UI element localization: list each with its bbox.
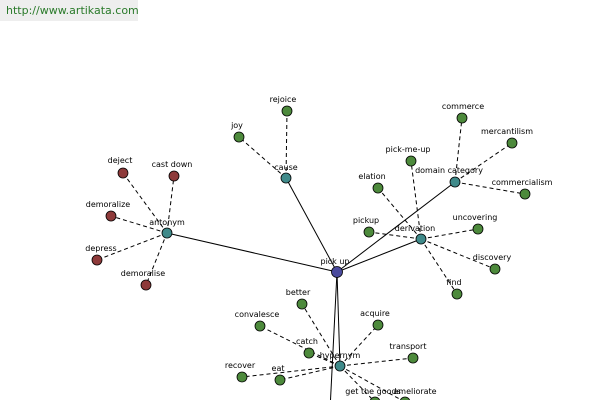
word-node-discovery-label: discovery [473,253,512,262]
relation-node-domain_category[interactable] [449,176,461,188]
relation-node-cause[interactable] [280,172,292,184]
word-node-eat-label: eat [272,364,285,373]
word-node-catch[interactable] [303,347,315,359]
edge-commercialism [454,181,526,195]
word-node-elation[interactable] [372,182,384,194]
word-node-rejoice[interactable] [281,105,293,117]
word-node-transport[interactable] [407,352,419,364]
word-node-demoralise[interactable] [140,279,152,291]
word-node-commercialism-label: commercialism [492,178,553,187]
word-node-catch-label: catch [296,337,318,346]
word-node-find[interactable] [451,288,463,300]
graph-nodes [91,105,531,400]
word-node-pick_me_up[interactable] [405,155,417,167]
word-node-demoralize[interactable] [105,210,117,222]
word-node-eat[interactable] [274,374,286,386]
word-node-commercialism[interactable] [519,188,531,200]
edge-recover [241,365,341,378]
relation-node-derivation[interactable] [415,233,427,245]
center-node-pick_up[interactable] [331,266,343,278]
edge-get_the_goods [339,365,374,400]
edge-ameliorate [339,365,403,400]
relation-node-hypernym-label: hypernym [320,351,361,360]
word-node-joy-label: joy [230,121,243,130]
word-node-better[interactable] [296,298,308,310]
word-node-depress[interactable] [91,254,103,266]
edge-pick_me_up [410,160,422,240]
edge-uncovering [420,228,479,240]
edge-demoralize [110,215,168,234]
word-node-uncovering-label: uncovering [453,213,498,222]
edge-discovery [420,238,496,270]
relation-node-domain_category-label: domain category [415,166,483,175]
word-node-ameliorate-label: ameliorate [393,387,436,396]
word-node-cast_down[interactable] [168,170,180,182]
edge-catch [308,352,341,367]
word-node-acquire[interactable] [372,319,384,331]
edge-offscreen [330,271,338,400]
edge-cast_down [166,175,175,234]
edge-domain_category [336,181,456,273]
relation-node-hypernym[interactable] [334,360,346,372]
graph-edges [96,110,526,400]
word-node-discovery[interactable] [489,263,501,275]
word-node-uncovering[interactable] [472,223,484,235]
edge-joy [238,136,287,179]
word-node-pickup-label: pickup [353,216,379,225]
word-node-demoralize-label: demoralize [86,200,131,209]
word-node-convalesce[interactable] [254,320,266,332]
word-node-rejoice-label: rejoice [270,95,297,104]
site-url-link[interactable]: http://www.artikata.com [0,0,139,21]
relation-node-cause-label: cause [274,163,298,172]
word-node-joy[interactable] [233,131,245,143]
word-node-mercantilism[interactable] [506,137,518,149]
relation-node-antonym-label: antonym [149,218,185,227]
word-node-pickup[interactable] [363,226,375,238]
edge-transport [339,357,414,367]
edge-derivation [336,238,422,273]
relation-node-antonym[interactable] [161,227,173,239]
edge-acquire [339,324,379,367]
edge-mercantilism [454,142,513,183]
graph-labels: pick up antonym cause derivation domain cate… [85,95,552,396]
word-node-commerce[interactable] [456,112,468,124]
word-node-mercantilism-label: mercantilism [481,127,533,136]
edge-convalesce [259,325,341,367]
word-node-acquire-label: acquire [360,309,390,318]
word-node-commerce-label: commerce [442,102,484,111]
word-node-pick_me_up-label: pick-me-up [386,145,431,154]
center-node-pick_up-label: pick up [320,257,349,266]
word-node-recover[interactable] [236,371,248,383]
word-node-transport-label: transport [390,342,427,351]
edge-commerce [454,117,463,183]
word-node-cast_down-label: cast down [152,160,193,169]
word-node-convalesce-label: convalesce [235,310,280,319]
edge-antonym [166,232,338,273]
word-node-ameliorate[interactable] [399,396,411,400]
word-node-get_the_goods-label: get the goods [345,387,400,396]
word-node-get_the_goods[interactable] [369,396,381,400]
word-node-find-label: find [446,278,461,287]
edge-demoralise [145,232,168,286]
edge-deject [122,172,168,234]
edge-hypernym [336,271,341,367]
edge-better [301,303,341,367]
word-node-deject[interactable] [117,167,129,179]
edge-depress [96,232,168,261]
edge-eat [279,365,341,381]
word-node-demoralise-label: demoralise [121,269,165,278]
word-node-deject-label: deject [108,156,133,165]
word-node-recover-label: recover [225,361,256,370]
word-node-elation-label: elation [358,172,385,181]
word-node-depress-label: depress [85,244,116,253]
relation-node-derivation-label: derivation [395,224,435,233]
edge-cause [285,177,338,273]
word-node-better-label: better [286,288,311,297]
edge-pickup [368,231,422,240]
edge-find [420,238,458,295]
